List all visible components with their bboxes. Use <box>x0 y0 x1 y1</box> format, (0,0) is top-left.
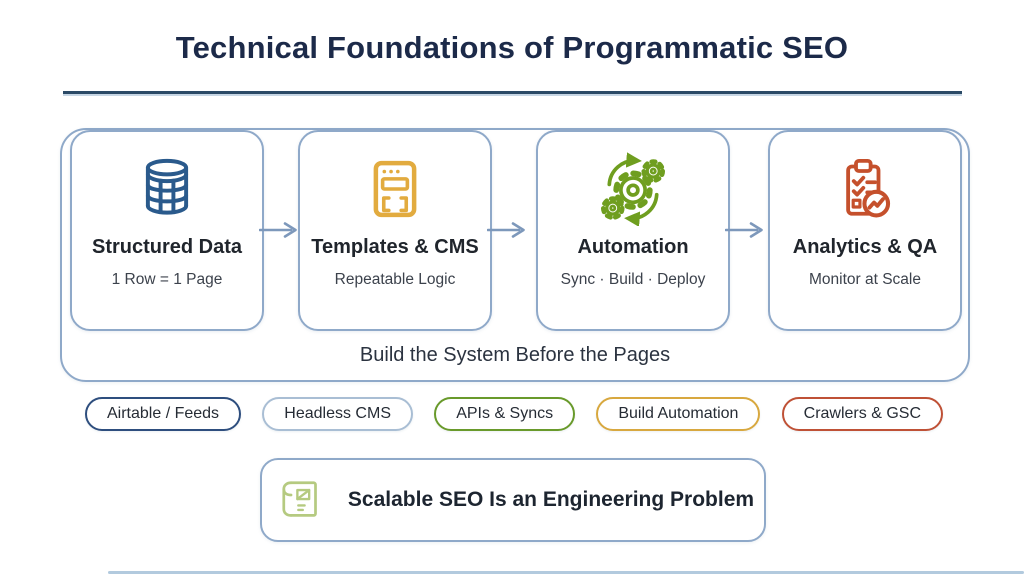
pill-headless-cms: Headless CMS <box>262 396 413 431</box>
arrow-right-icon <box>259 222 297 238</box>
database-icon <box>131 148 203 230</box>
arrow-right-icon <box>487 222 525 238</box>
automation-gears-icon <box>596 148 670 230</box>
clipboard-analytics-icon <box>829 148 901 230</box>
card-subtitle: 1 Row = 1 Page <box>111 271 223 288</box>
card-title: Structured Data <box>91 236 243 258</box>
card-templates-cms: Templates & CMS Repeatable Logic <box>298 130 492 331</box>
flow-container: Structured Data 1 Row = 1 Page Templates… <box>60 128 970 382</box>
card-analytics-qa: Analytics & QA Monitor at Scale <box>768 130 962 331</box>
page-title: Technical Foundations of Programmatic SE… <box>175 30 849 65</box>
title-underline <box>63 91 962 94</box>
pill-build-automation: Build Automation <box>596 396 761 431</box>
card-structured-data: Structured Data 1 Row = 1 Page <box>70 130 264 331</box>
card-title: Analytics & QA <box>792 236 938 258</box>
footer-label: Scalable SEO Is an Engineering Problem <box>347 488 755 511</box>
card-subtitle: Repeatable Logic <box>334 271 456 288</box>
card-automation: Automation Sync · Build · Deploy <box>536 130 730 331</box>
footer-banner: Scalable SEO Is an Engineering Problem <box>260 458 766 542</box>
card-subtitle: Sync · Build · Deploy <box>560 271 706 288</box>
bottom-divider <box>108 571 1024 574</box>
pill-airtable-feeds: Airtable / Feeds <box>85 396 242 431</box>
flow-caption: Build the System Before the Pages <box>359 344 671 366</box>
pill-crawlers-gsc: Crawlers & GSC <box>781 396 943 431</box>
card-subtitle: Monitor at Scale <box>809 271 921 288</box>
pill-apis-syncs: APIs & Syncs <box>434 396 576 431</box>
blueprint-icon <box>272 471 330 529</box>
card-title: Templates & CMS <box>311 236 479 258</box>
card-title: Automation <box>577 236 689 258</box>
arrow-right-icon <box>725 222 763 238</box>
tool-pills-row: Airtable / Feeds Headless CMS APIs & Syn… <box>85 395 943 432</box>
template-cms-icon <box>359 148 431 230</box>
